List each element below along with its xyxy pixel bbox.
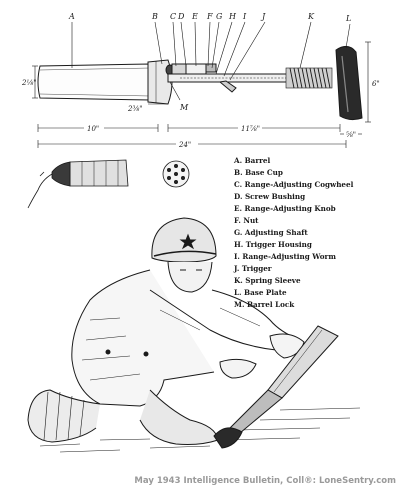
barrel-shape xyxy=(37,63,151,101)
base-plate-shape xyxy=(335,46,363,121)
legend-item: F. Nut xyxy=(234,216,259,225)
callout-d: D xyxy=(177,12,185,21)
legend-item: J. Trigger xyxy=(233,264,272,273)
callout-i: I xyxy=(242,12,247,21)
dim-cap-diameter: 2⅜" xyxy=(127,105,142,113)
legend-item: L. Base Plate xyxy=(234,288,287,297)
callout-e: E xyxy=(191,12,198,21)
dim-plate-thickness: ⅝" xyxy=(346,131,356,139)
base-end-view xyxy=(162,160,190,188)
legend-item: A. Barrel xyxy=(233,156,270,165)
dim-barrel-diameter: 2⅛" xyxy=(21,79,36,87)
source-caption: May 1943 Intelligence Bulletin, Coll®: L… xyxy=(134,476,396,486)
callout-m: M xyxy=(179,103,189,112)
mortar-drawing xyxy=(37,46,363,121)
callout-k: K xyxy=(307,12,315,21)
legend-item: G. Adjusting Shaft xyxy=(234,228,308,237)
dim-mechanism-length: 11⅞" xyxy=(241,125,260,133)
soldier-illustration xyxy=(27,217,361,453)
legend-item: K. Spring Sleeve xyxy=(234,276,301,285)
legend-item: D. Screw Bushing xyxy=(234,192,305,201)
legend-item: I. Range-Adjusting Worm xyxy=(234,252,336,261)
callout-g: G xyxy=(216,12,223,21)
dim-barrel-length: 10" xyxy=(87,125,99,133)
spring-sleeve-shape xyxy=(285,67,333,89)
callout-j: J xyxy=(260,12,266,21)
legend-item: E. Range-Adjusting Knob xyxy=(234,204,336,213)
callout-c: C xyxy=(170,12,176,21)
callout-h: H xyxy=(228,12,237,21)
coat-shape xyxy=(71,269,215,407)
dim-plate-height: 6" xyxy=(372,80,380,88)
dimension-lines xyxy=(32,41,371,148)
callout-l: L xyxy=(345,14,351,23)
dim-overall-length: 24" xyxy=(178,141,191,149)
grenade-drawing xyxy=(27,159,129,209)
callout-b: B xyxy=(151,12,158,21)
leg-wraps-shape xyxy=(27,389,101,443)
legend-item: M. Barrel Lock xyxy=(234,300,295,309)
callout-f: F xyxy=(206,12,213,21)
legend-item: H. Trigger Housing xyxy=(234,240,312,249)
callout-leaders xyxy=(71,21,351,101)
mortar-in-use xyxy=(213,325,339,449)
legend-item: B. Base Cup xyxy=(234,168,283,177)
star-emblem-icon xyxy=(179,233,197,250)
legend-item: C. Range-Adjusting Cogwheel xyxy=(234,180,354,189)
dimension-labels: 2⅛" 2⅜" 6" 10" 11⅞" 24" ⅝" xyxy=(21,79,380,149)
parts-legend: A. Barrel B. Base Cup C. Range-Adjusting… xyxy=(233,156,354,309)
callout-labels: A B C D E F G H I J K L M xyxy=(68,12,351,112)
callout-a: A xyxy=(68,12,75,21)
